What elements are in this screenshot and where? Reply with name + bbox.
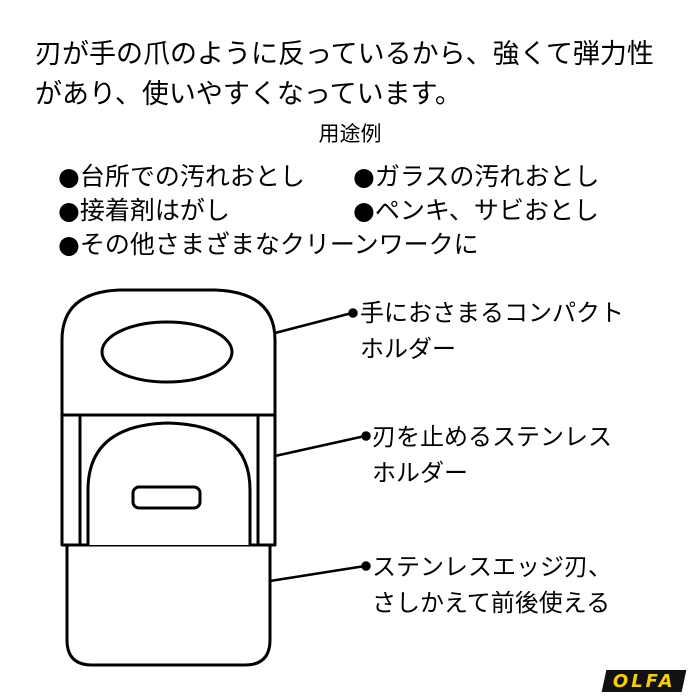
steel-holder-left (60, 413, 82, 547)
steel-holder-right (256, 413, 277, 547)
callout-blade-line1: ステンレスエッジ刃、 (372, 553, 612, 581)
uses-heading: 用途例 (318, 122, 382, 146)
callout-steel-holder-line2: ホルダー (372, 459, 468, 487)
use-item: ●ペンキ、サビおとし (353, 196, 599, 225)
blade-arch (86, 421, 252, 545)
use-item: ●接着剤はがし (58, 196, 230, 225)
blade-slot (131, 485, 202, 510)
callout-compact-holder-line1: 手におさまるコンパクト (360, 299, 624, 327)
blade (65, 543, 272, 667)
holder-window (100, 320, 234, 384)
callout-blade-line2: さしかえて前後使える (372, 589, 611, 617)
olfa-logo: OLFA (601, 670, 687, 692)
use-item: ●台所での汚れおとし (58, 162, 305, 191)
intro-line-1: 刃が手の爪のように反っているから、強くて弾力性 (35, 39, 654, 70)
callout-steel-holder-line1: 刃を止めるステンレス (372, 423, 612, 451)
callout-compact-holder-line2: ホルダー (360, 335, 456, 363)
use-item: ●ガラスの汚れおとし (353, 162, 600, 191)
intro-line-2: があり、使いやすくなっています。 (35, 79, 462, 110)
use-item: ●その他さまざまなクリーンワークに (58, 230, 479, 259)
logo-text: OLFA (612, 670, 676, 692)
